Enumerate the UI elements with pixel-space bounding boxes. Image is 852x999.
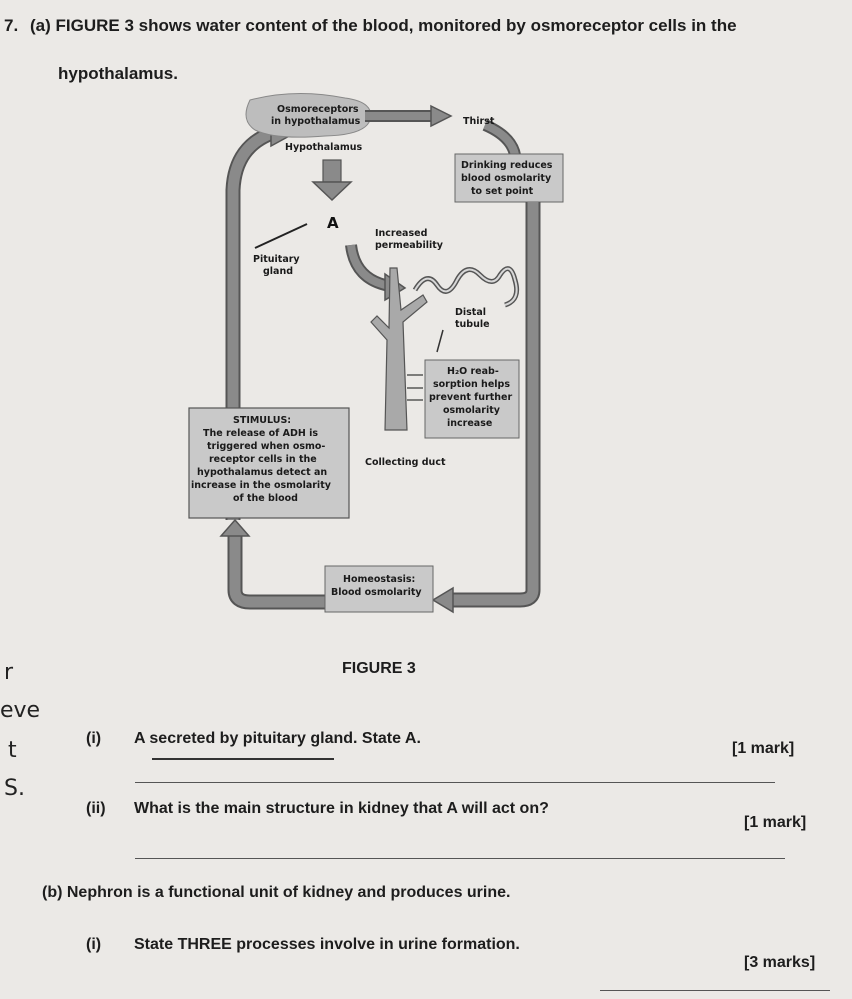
part-a-intro-line1: (a) FIGURE 3 shows water content of the … <box>30 16 737 35</box>
pituitary-pointer <box>254 223 308 249</box>
label-stimulus-7: of the blood <box>233 493 298 504</box>
label-stimulus-6: increase in the osmolarity <box>191 480 332 491</box>
part-a-i-label: (i) <box>86 730 102 747</box>
label-a: A <box>327 214 339 232</box>
label-increased-2: permeability <box>375 240 444 251</box>
label-h2o-5: increase <box>447 418 492 429</box>
part-b-i-text: State THREE processes involve in urine f… <box>134 936 520 953</box>
part-b-i-label: (i) <box>86 936 102 953</box>
label-drinking-3: to set point <box>471 186 534 197</box>
part-a-intro-line2: hypothalamus. <box>58 64 178 83</box>
answer-line-a-i[interactable] <box>135 782 775 783</box>
label-distal-2: tubule <box>455 319 490 330</box>
handwriting-mark-4: S. <box>4 776 25 801</box>
handwriting-mark-3: t <box>8 738 17 763</box>
part-a-i-text: A secreted by pituitary gland. State A. <box>134 730 421 747</box>
label-osmoreceptors-2: in hypothalamus <box>271 116 361 127</box>
answer-line-b-i[interactable] <box>600 990 830 991</box>
label-thirst: Thirst <box>463 116 495 127</box>
label-pituitary-1: Pituitary <box>253 254 300 265</box>
label-stimulus-5: hypothalamus detect an <box>197 467 327 478</box>
label-h2o-2: sorption helps <box>433 379 510 390</box>
label-stimulus-2: The release of ADH is <box>203 428 318 439</box>
stimulus-up-arrow <box>219 518 251 537</box>
label-h2o-4: osmolarity <box>443 405 501 416</box>
question-number: 7. <box>4 16 19 35</box>
label-homeostasis-2: Blood osmolarity <box>331 587 422 598</box>
h2o-box <box>424 359 520 439</box>
figure-caption: FIGURE 3 <box>342 660 416 677</box>
hypothalamus-down-arrow <box>311 181 353 202</box>
label-collecting-duct: Collecting duct <box>365 457 446 468</box>
stimulus-box <box>188 407 350 519</box>
label-drinking-1: Drinking reduces <box>461 160 553 171</box>
label-h2o-1: H₂O reab- <box>447 366 499 377</box>
label-osmoreceptors: Osmoreceptors <box>277 104 359 115</box>
label-h2o-3: prevent further <box>429 392 513 403</box>
part-a-ii-text: What is the main structure in kidney tha… <box>134 800 549 817</box>
part-b-i-marks: [3 marks] <box>744 954 816 971</box>
part-a-i-marks: [1 mark] <box>732 740 795 757</box>
label-distal-1: Distal <box>455 307 486 318</box>
underline-a-secreted <box>152 758 334 760</box>
handwriting-mark-2: eve <box>0 698 41 723</box>
collecting-duct-shape <box>370 267 428 431</box>
part-a-ii-marks: [1 mark] <box>744 814 807 831</box>
drinking-box <box>454 153 564 203</box>
answer-line-a-ii[interactable] <box>135 858 785 859</box>
part-a-ii-label: (ii) <box>86 800 106 817</box>
label-homeostasis-1: Homeostasis: <box>343 574 415 585</box>
part-b-text: (b) Nephron is a functional unit of kidn… <box>42 884 511 901</box>
label-hypothalamus: Hypothalamus <box>285 142 363 153</box>
handwriting-mark-1: r <box>4 660 14 685</box>
label-stimulus-4: receptor cells in the <box>209 454 317 465</box>
label-stimulus-3: triggered when osmo- <box>207 441 325 452</box>
adh-feedback-diagram: Osmoreceptors in hypothalamus Hypothalam… <box>188 93 564 614</box>
label-stimulus-1: STIMULUS: <box>233 415 291 426</box>
osmoreceptors-cloud <box>245 93 372 138</box>
label-drinking-2: blood osmolarity <box>461 173 552 184</box>
label-increased-1: Increased <box>375 228 427 239</box>
homeostasis-box <box>324 565 434 613</box>
label-pituitary-2: gland <box>263 266 293 277</box>
